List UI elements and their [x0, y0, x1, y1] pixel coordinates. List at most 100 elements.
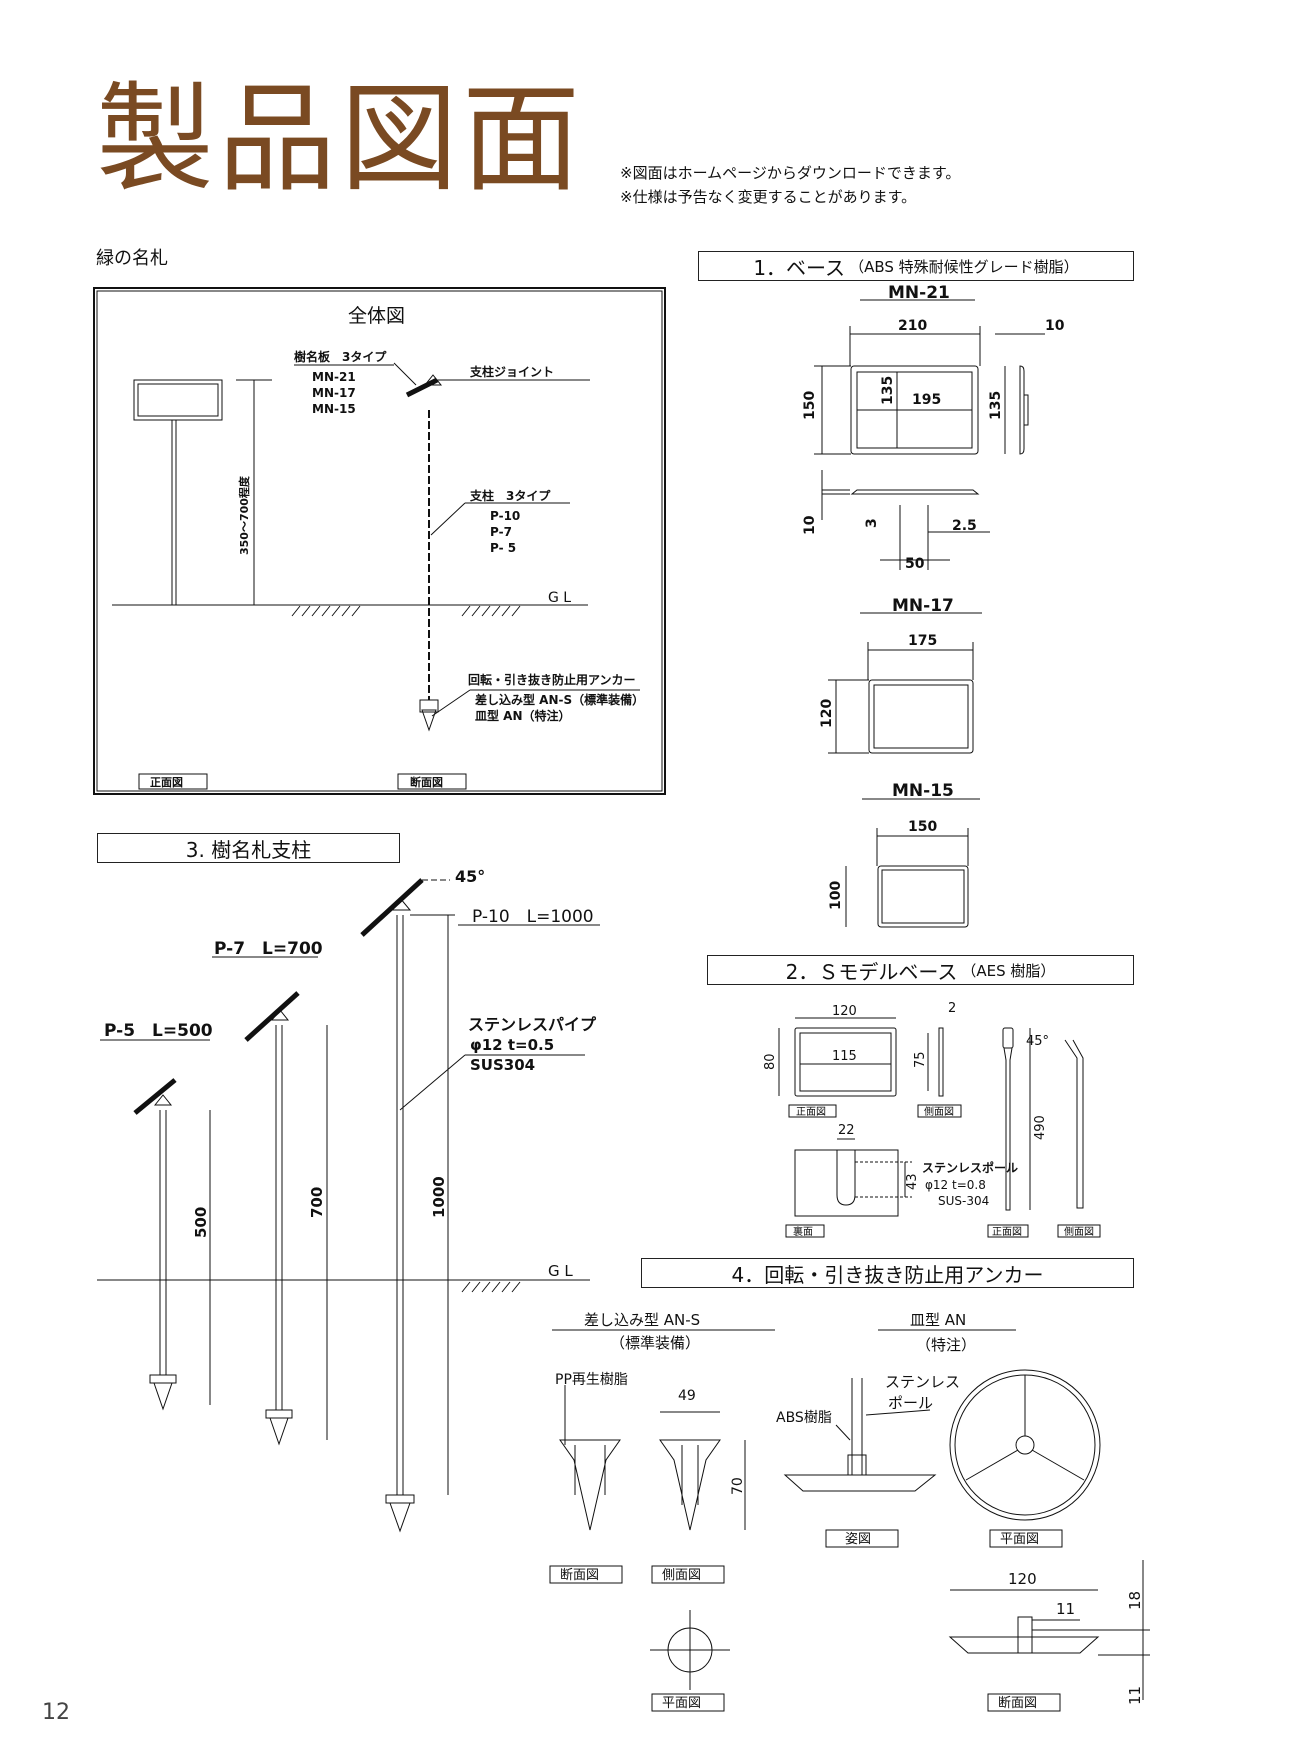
ans-d49: 49	[678, 1388, 696, 1404]
p5-plate	[133, 1078, 177, 1115]
mn17-w: 175	[908, 633, 937, 649]
an-plan-rib-3	[1031, 1449, 1085, 1481]
section1-title: 1．ベース	[753, 255, 846, 280]
overall-front-label: 正面図	[150, 775, 183, 789]
mn21-name: MN-21	[888, 283, 950, 303]
s-pole-name: ステンレスポール	[922, 1160, 1018, 1175]
s-angle: 45°	[1026, 1034, 1049, 1049]
pipe-leader	[399, 1054, 466, 1111]
anchor-title: 回転・引き抜き防止用アンカー	[468, 672, 636, 687]
section1-header: 1．ベース（ABS 特殊耐候性グレード樹脂）	[698, 251, 1134, 281]
mn15-h: 100	[828, 881, 844, 910]
section-anchor	[421, 709, 437, 732]
s-back	[794, 1149, 899, 1217]
an-title: 皿型 AN	[910, 1311, 966, 1329]
mn21-b10: 10	[802, 515, 818, 535]
section3-header: 3. 樹名札支柱	[97, 833, 400, 863]
pipe-spec: φ12 t=0.5	[470, 1036, 554, 1054]
an-view-dish	[783, 1474, 937, 1492]
mn21-h: 150	[802, 391, 818, 420]
mn15-w: 150	[908, 819, 937, 835]
leader-pole	[430, 502, 466, 536]
p10-anchor-top	[385, 1494, 415, 1504]
section2-title: 2．Ｓモデルベース	[785, 959, 958, 984]
ground-hatch-1	[291, 605, 361, 617]
pipe-name: ステンレスパイプ	[468, 1015, 597, 1034]
mn21-bottom	[850, 489, 980, 495]
mn15-inner	[881, 869, 965, 924]
plate-model-1: MN-21	[312, 370, 356, 384]
s-pole-side-label: 側面図	[1064, 1225, 1094, 1238]
s-pole-mat: SUS-304	[938, 1194, 989, 1208]
mn17-h: 120	[819, 699, 835, 728]
mn17-name: MN-17	[892, 596, 954, 616]
ans-plan-label: 平面図	[662, 1696, 701, 1711]
ans-title: 差し込み型 AN-S	[584, 1311, 700, 1329]
p10-joint	[388, 897, 412, 911]
leader-anchor	[431, 689, 471, 717]
p10-anchor	[389, 1502, 411, 1533]
an-d120: 120	[1008, 1570, 1037, 1588]
s-d43: 43	[905, 1173, 920, 1190]
s-front-inner	[799, 1032, 892, 1092]
mn21-side-boss	[1023, 394, 1029, 426]
an-view-label-box	[825, 1529, 899, 1548]
s-len: 490	[1033, 1115, 1048, 1140]
s-pole-top	[1002, 1027, 1014, 1049]
an-plan-rib-2	[965, 1449, 1019, 1481]
p7-plate	[244, 991, 300, 1042]
p7-joint	[270, 1009, 290, 1021]
s-d22: 22	[838, 1123, 855, 1138]
stainless-label: ステンレス	[885, 1373, 960, 1391]
plate-model-2: MN-17	[312, 386, 356, 400]
stainless-leader	[865, 1409, 931, 1416]
an-section-label: 断面図	[998, 1696, 1037, 1711]
s-t: 2	[948, 1001, 956, 1016]
ans-side-inner	[681, 1445, 699, 1505]
overall-section-label-box	[397, 773, 467, 790]
pp-label: PP再生樹脂	[555, 1372, 628, 1388]
s-back-label: 裏面	[793, 1225, 813, 1238]
mn21-b25: 2.5	[952, 518, 977, 534]
s-back-label-box	[785, 1224, 825, 1238]
section4-title: 4．回転・引き抜き防止用アンカー	[731, 1262, 1044, 1287]
mn21-w: 210	[898, 318, 927, 334]
height-label: 350〜700程度	[237, 475, 251, 555]
mn21-ih: 135	[880, 376, 896, 405]
s-pole	[1003, 1047, 1013, 1211]
an-d11b: 11	[1126, 1686, 1144, 1705]
p5-anchor	[153, 1382, 173, 1411]
s-pole-front-label: 正面図	[992, 1226, 1022, 1238]
s-pole-side-label-box	[1057, 1224, 1101, 1238]
s-back-joint	[836, 1150, 856, 1206]
mn21-t: 10	[1045, 318, 1065, 334]
mn17-outer	[868, 679, 974, 754]
s-w: 120	[832, 1004, 857, 1019]
plate-types: 樹名板 3タイプ	[294, 349, 387, 364]
poles-ground-hatch	[461, 1281, 521, 1293]
section-plate	[405, 377, 439, 398]
mn21-sh: 135	[988, 391, 1004, 420]
s-front-label: 正面図	[796, 1106, 826, 1118]
p10-label: P-10 L=1000	[472, 907, 594, 927]
s-side-label: 側面図	[924, 1105, 954, 1118]
ans-section	[559, 1439, 621, 1531]
pipe-mat: SUS304	[470, 1056, 535, 1074]
page-title: 製品図面	[96, 70, 585, 208]
abs-leader	[835, 1424, 851, 1441]
overall-gl: G L	[548, 590, 571, 606]
p5-anchor-top	[149, 1374, 177, 1384]
overall-frame-inner	[96, 290, 663, 792]
p5-joint	[153, 1094, 173, 1106]
product-subtitle: 緑の名札	[96, 248, 168, 269]
p-angle: 45°	[455, 867, 485, 886]
front-plate	[133, 379, 223, 421]
an-plan-hub	[1015, 1435, 1035, 1455]
note-download: ※図面はホームページからダウンロードできます。	[620, 164, 961, 182]
pole-model-1: P-10	[490, 509, 520, 523]
page-number: 12	[42, 1700, 70, 1725]
s-side-label-box	[917, 1104, 962, 1118]
overall-front-label-box	[138, 773, 208, 790]
mn17-inner	[873, 684, 969, 749]
ground-hatch-2	[461, 605, 521, 617]
